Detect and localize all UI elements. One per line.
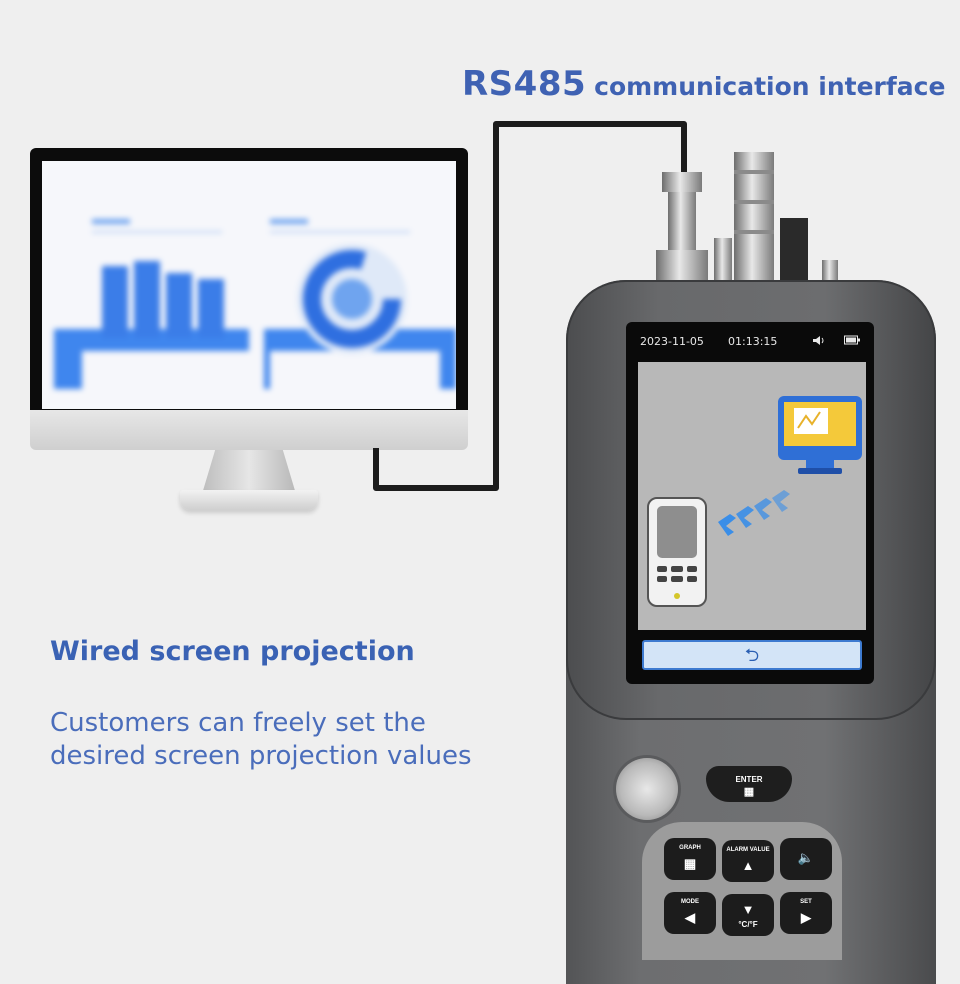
desktop-monitor: [30, 148, 468, 513]
up-arrow-icon: ▲: [741, 858, 755, 873]
feature-description: Customers can freely set the desired scr…: [50, 708, 472, 771]
device-connectors: [656, 152, 838, 282]
transfer-arrows-icon: [718, 490, 790, 536]
mode-key-label: MODE: [681, 899, 699, 905]
interface-heading: RS485 communication interface: [462, 64, 945, 104]
set-key-label: SET: [800, 899, 812, 905]
feature-title: Wired screen projection: [50, 636, 415, 667]
monitor-chin: [30, 410, 468, 450]
product-illustration: RS485 communication interface: [30, 64, 945, 984]
interface-label: communication interface: [594, 72, 946, 101]
speaker-key-icon: 🔈: [797, 850, 815, 865]
graph-key[interactable]: GRAPH ▦: [664, 838, 716, 880]
down-arrow-icon: ▼: [741, 902, 755, 917]
rs485-cable: [373, 121, 687, 491]
sensor-window: [616, 758, 678, 820]
grid-icon: ▦: [743, 786, 755, 798]
enter-key-label: ENTER: [735, 775, 763, 784]
unit-key[interactable]: ▼ °C/°F: [722, 894, 774, 936]
status-date: 2023-11-05: [640, 335, 704, 348]
projection-screen: [638, 362, 866, 630]
monitor-foot: [180, 490, 318, 510]
back-button[interactable]: ⮌: [642, 640, 862, 670]
sound-key[interactable]: 🔈: [780, 838, 832, 880]
rs485-label: RS485: [462, 64, 587, 104]
speaker-icon: [812, 335, 826, 349]
graph-key-label: GRAPH: [679, 845, 701, 851]
computer-monitor-icon: [778, 396, 862, 474]
status-time: 01:13:15: [728, 335, 778, 348]
alarm-value-key-label: ALARM VALUE: [726, 847, 770, 853]
alarm-value-key[interactable]: ALARM VALUE ▲: [722, 840, 774, 882]
graph-icon: ▦: [683, 856, 697, 871]
back-arrow-icon: ⮌: [744, 645, 760, 665]
monitor-screen: [42, 161, 456, 409]
handheld-device-icon: [647, 497, 707, 607]
monitor-neck: [202, 450, 296, 494]
enter-key[interactable]: ENTER ▦: [706, 766, 792, 802]
unit-key-label: °C/°F: [738, 920, 758, 929]
set-key[interactable]: SET ▶: [780, 892, 832, 934]
device-status-bar: 2023-11-05 01:13:15: [632, 328, 868, 354]
battery-icon: [844, 335, 860, 348]
left-arrow-icon: ◀: [685, 910, 695, 925]
right-arrow-icon: ▶: [801, 910, 811, 925]
mode-key[interactable]: MODE ◀: [664, 892, 716, 934]
